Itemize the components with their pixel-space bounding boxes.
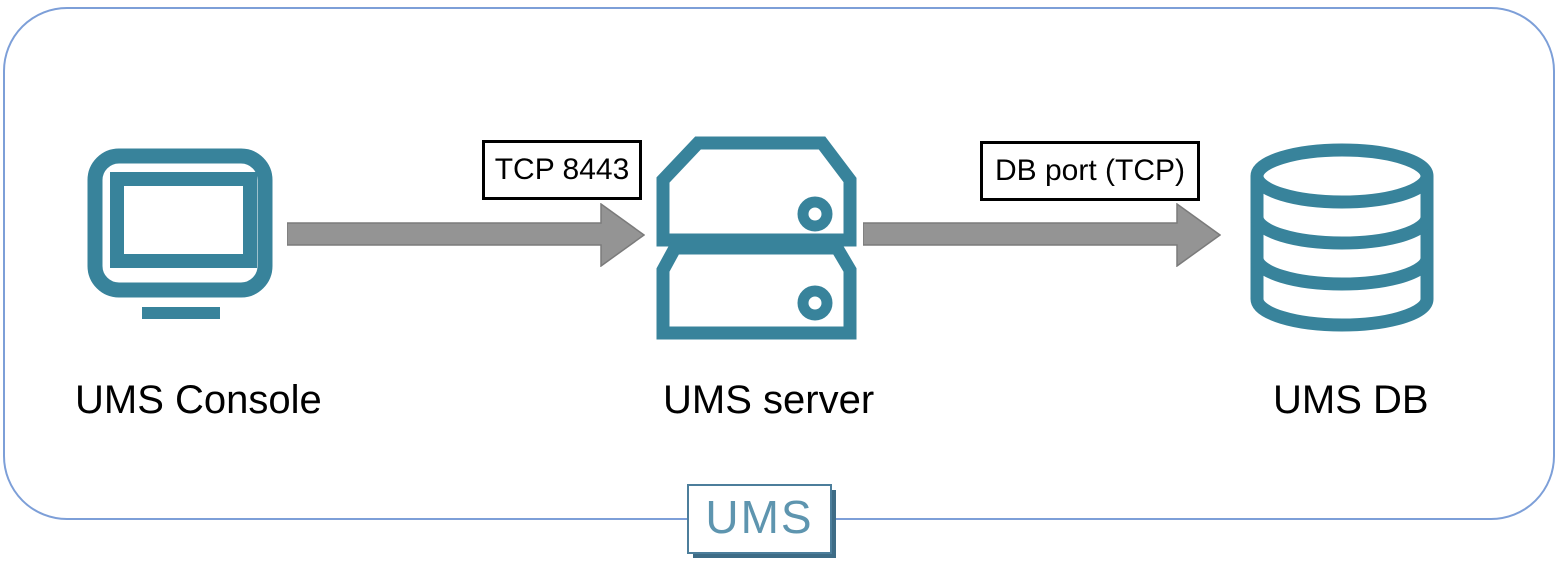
node-label-server: UMS server: [663, 378, 875, 422]
node-label-db: UMS DB: [1273, 378, 1429, 422]
node-label-console: UMS Console: [75, 378, 322, 422]
arrow-server-to-db-icon: [862, 202, 1222, 272]
database-icon: [1248, 142, 1437, 340]
ums-badge: UMS: [687, 484, 832, 554]
arrow-console-to-server-icon: [286, 202, 646, 272]
ums-badge-label: UMS: [705, 491, 814, 543]
port-label-db-port: DB port (TCP): [980, 141, 1200, 201]
port-label-tcp-8443: TCP 8443: [482, 140, 642, 200]
server-icon: [655, 133, 865, 346]
monitor-icon: [87, 148, 273, 325]
